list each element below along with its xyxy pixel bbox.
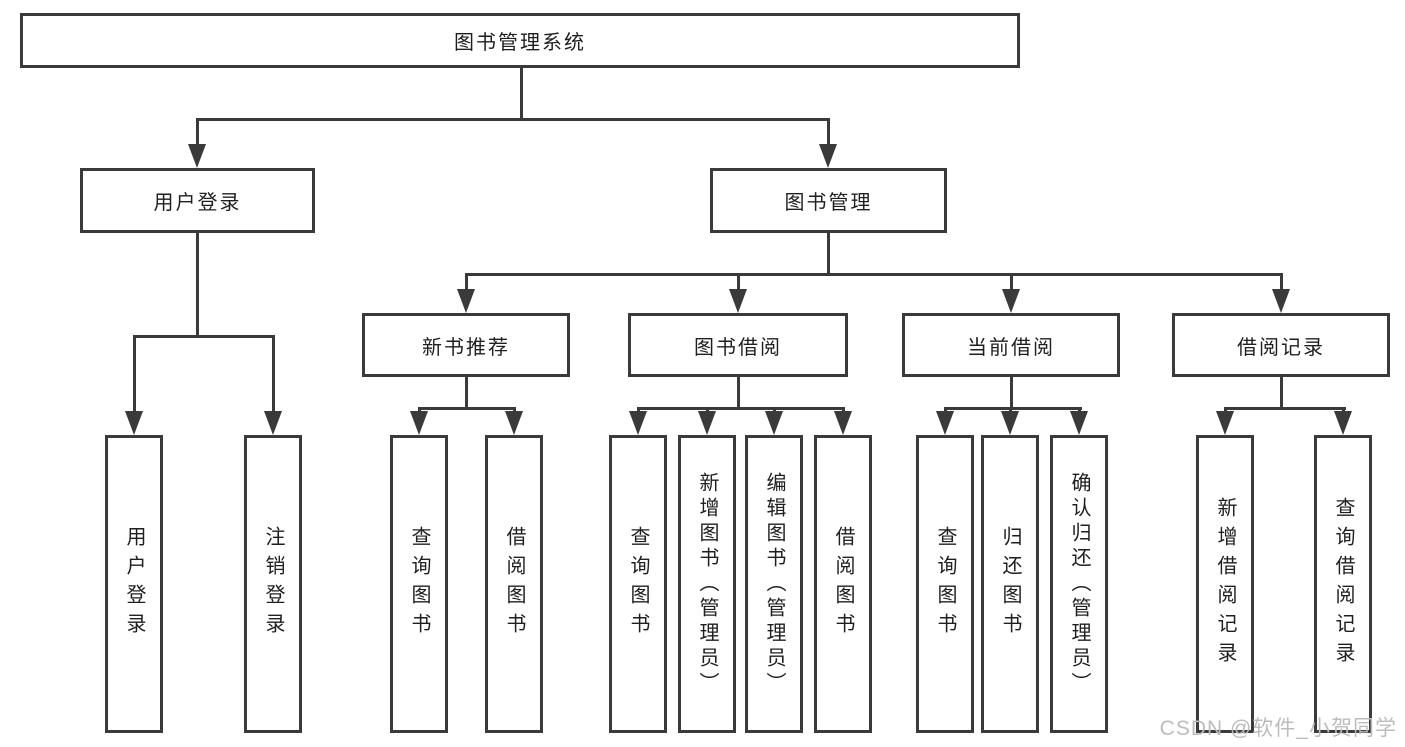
leaf-user-login-label: 用户登录 bbox=[123, 526, 145, 642]
leaf-add-borrow-record-label: 新增借阅记录 bbox=[1214, 497, 1236, 671]
leaf-borrow-books: 借阅图书 bbox=[814, 435, 872, 733]
leaf-confirm-return-admin: 确认归还（管理员） bbox=[1050, 435, 1108, 733]
leaf-logout-label: 注销登录 bbox=[262, 526, 284, 642]
connector-new-book-stem bbox=[464, 377, 468, 407]
node-borrow-records-label: 借阅记录 bbox=[1237, 336, 1325, 359]
node-current-borrow: 当前借阅 bbox=[902, 313, 1120, 377]
leaf-query-books-borrow: 查询图书 bbox=[609, 435, 667, 733]
leaf-add-books-admin-label: 新增图书（管理员） bbox=[696, 471, 718, 697]
leaf-query-books-recommend: 查询图书 bbox=[390, 435, 448, 733]
leaf-query-books-borrow-label: 查询图书 bbox=[627, 526, 649, 642]
leaf-add-borrow-record: 新增借阅记录 bbox=[1196, 435, 1254, 733]
arrow-down-icon bbox=[264, 411, 282, 435]
arrow-down-icon bbox=[125, 411, 143, 435]
connector-borrow-records-bus bbox=[1223, 407, 1346, 410]
leaf-add-books-admin: 新增图书（管理员） bbox=[678, 435, 736, 733]
leaf-logout: 注销登录 bbox=[244, 435, 302, 733]
leaf-return-books-label: 归还图书 bbox=[999, 526, 1021, 642]
node-current-borrow-label: 当前借阅 bbox=[967, 336, 1055, 359]
connector-current-borrow-bus bbox=[943, 407, 1082, 410]
node-book-borrow: 图书借阅 bbox=[628, 313, 848, 377]
arrow-down-icon bbox=[936, 411, 954, 435]
connector-drop-new-book bbox=[464, 273, 468, 293]
connector-book-borrow-stem bbox=[736, 377, 740, 407]
node-new-book-recommend-label: 新书推荐 bbox=[422, 336, 510, 359]
connector-current-borrow-stem bbox=[1009, 377, 1013, 407]
leaf-return-books: 归还图书 bbox=[981, 435, 1039, 733]
leaf-borrow-books-label: 借阅图书 bbox=[832, 526, 854, 642]
arrow-down-icon bbox=[819, 144, 837, 168]
arrow-down-icon bbox=[1070, 411, 1088, 435]
leaf-user-login: 用户登录 bbox=[105, 435, 163, 733]
arrow-down-icon bbox=[1216, 411, 1234, 435]
leaf-query-books-current: 查询图书 bbox=[916, 435, 974, 733]
node-root: 图书管理系统 bbox=[20, 13, 1020, 68]
node-user-login-label: 用户登录 bbox=[153, 192, 242, 214]
connector-drop-borrow-records bbox=[1279, 273, 1283, 293]
arrow-down-icon bbox=[1334, 411, 1352, 435]
arrow-down-icon bbox=[505, 411, 523, 435]
node-book-management-label: 图书管理 bbox=[784, 192, 873, 214]
leaf-query-books-recommend-label: 查询图书 bbox=[408, 526, 430, 642]
node-root-label: 图书管理系统 bbox=[454, 32, 586, 54]
csdn-watermark: CSDN @软件_小贺同学 bbox=[1159, 717, 1397, 740]
leaf-query-books-current-label: 查询图书 bbox=[934, 526, 956, 642]
node-book-management: 图书管理 bbox=[710, 168, 947, 233]
arrow-down-icon bbox=[457, 289, 475, 313]
connector-new-book-bus bbox=[417, 407, 516, 410]
node-user-login: 用户登录 bbox=[80, 168, 315, 233]
connector-user-login-bus bbox=[132, 335, 275, 338]
connector-drop-book-borrow bbox=[736, 273, 740, 293]
leaf-edit-books-admin-label: 编辑图书（管理员） bbox=[763, 471, 785, 697]
connector-drop-book-management bbox=[826, 118, 830, 148]
leaf-borrow-books-recommend: 借阅图书 bbox=[485, 435, 543, 733]
connector-drop-current-borrow bbox=[1009, 273, 1013, 293]
arrow-down-icon bbox=[765, 411, 783, 435]
connector-user-login-stem bbox=[195, 232, 199, 335]
connector-drop-leaf-logout bbox=[271, 335, 275, 415]
arrow-down-icon bbox=[1001, 411, 1019, 435]
connector-book-management-stem bbox=[826, 233, 830, 273]
arrow-down-icon bbox=[1002, 289, 1020, 313]
arrow-down-icon bbox=[698, 411, 716, 435]
node-new-book-recommend: 新书推荐 bbox=[362, 313, 570, 377]
leaf-confirm-return-admin-label: 确认归还（管理员） bbox=[1068, 471, 1090, 697]
arrow-down-icon bbox=[834, 411, 852, 435]
connector-root-stem bbox=[519, 68, 523, 118]
connector-book-borrow-bus bbox=[636, 407, 845, 410]
arrow-down-icon bbox=[1272, 289, 1290, 313]
leaf-query-borrow-record-label: 查询借阅记录 bbox=[1332, 497, 1354, 671]
leaf-edit-books-admin: 编辑图书（管理员） bbox=[745, 435, 803, 733]
leaf-borrow-books-recommend-label: 借阅图书 bbox=[503, 526, 525, 642]
connector-root-bus bbox=[195, 118, 830, 121]
node-borrow-records: 借阅记录 bbox=[1172, 313, 1390, 377]
connector-drop-leaf-login bbox=[132, 335, 136, 415]
arrow-down-icon bbox=[729, 289, 747, 313]
connector-borrow-records-stem bbox=[1279, 377, 1283, 407]
connector-book-management-bus bbox=[464, 273, 1283, 276]
arrow-down-icon bbox=[629, 411, 647, 435]
connector-drop-user-login bbox=[195, 118, 199, 148]
arrow-down-icon bbox=[410, 411, 428, 435]
node-book-borrow-label: 图书借阅 bbox=[694, 336, 782, 359]
leaf-query-borrow-record: 查询借阅记录 bbox=[1314, 435, 1372, 733]
arrow-down-icon bbox=[188, 144, 206, 168]
